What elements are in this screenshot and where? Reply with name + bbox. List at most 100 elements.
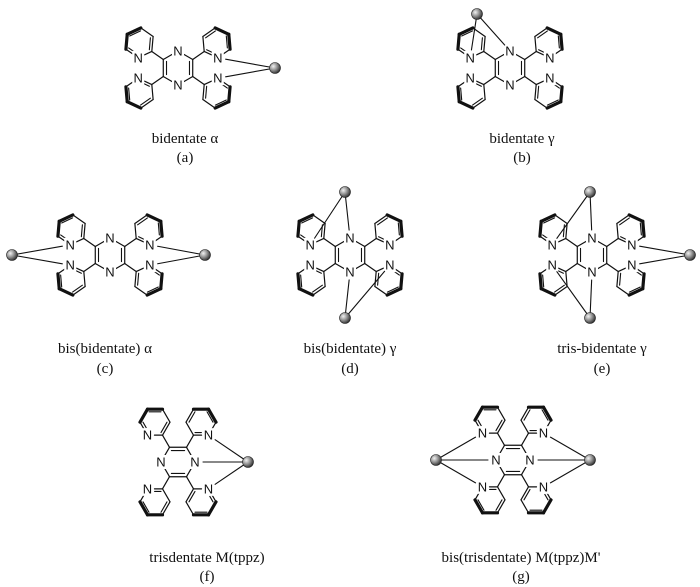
ring-bond xyxy=(456,85,461,104)
n-atom-mask xyxy=(211,50,224,65)
ring-double-bond xyxy=(72,284,83,293)
ring-bond xyxy=(312,214,326,225)
pyrazine-bond xyxy=(355,262,366,270)
ring-double-bond xyxy=(188,490,196,503)
n-atom-mask xyxy=(546,237,559,252)
ring-bond xyxy=(617,267,627,273)
ring-double-bond xyxy=(75,269,82,274)
n-atom-mask xyxy=(625,237,638,252)
pyrazine-bond xyxy=(183,53,194,61)
n-atom-mask xyxy=(625,258,638,273)
ring-double-bond xyxy=(300,274,303,288)
n-atom-label: N xyxy=(134,50,143,65)
ring-double-bond xyxy=(460,87,463,101)
n-atom-mask xyxy=(504,78,516,92)
ring-bond xyxy=(374,285,388,296)
ring-double-bond xyxy=(160,501,168,513)
ring-bond xyxy=(138,407,150,424)
coordination-bond xyxy=(589,279,593,319)
n-atom-label: N xyxy=(143,428,152,443)
ring-bond xyxy=(72,214,86,225)
pyrazine-bond xyxy=(498,444,506,455)
pyridyl-link-bond xyxy=(124,262,137,273)
ring-bond xyxy=(125,26,143,36)
n-atom-mask xyxy=(141,428,154,443)
ring-double-bond xyxy=(619,272,622,286)
n-atom-label: N xyxy=(478,426,487,441)
n-atom-mask xyxy=(543,71,556,86)
n-atom-mask xyxy=(304,258,317,273)
ring-double-bond xyxy=(562,224,565,238)
n-atom-label: N xyxy=(204,428,213,443)
n-atom-label: N xyxy=(190,455,199,470)
pyridyl-link-bond xyxy=(524,50,537,61)
ring-double-bond xyxy=(557,35,560,49)
ring-bond xyxy=(135,237,145,243)
ring-bond xyxy=(143,80,153,86)
coordination-bond xyxy=(225,58,276,69)
ring-bond xyxy=(565,270,568,288)
coordination-bond xyxy=(549,436,591,461)
ring-bond xyxy=(534,27,548,38)
ring-bond xyxy=(374,214,388,225)
ring-bond xyxy=(161,488,171,503)
ring-bond xyxy=(557,237,567,243)
coordination-bond xyxy=(344,279,350,319)
ring-double-bond xyxy=(543,217,556,224)
ring-double-bond xyxy=(312,284,323,293)
ring-bond xyxy=(483,35,486,53)
coordination-bond xyxy=(589,191,593,231)
coordination-bond xyxy=(225,67,276,78)
ring-bond xyxy=(206,500,218,517)
ring-double-bond xyxy=(477,499,485,511)
ring-bond xyxy=(546,419,552,428)
label-a: (a) xyxy=(177,150,194,166)
n-atom-label: N xyxy=(548,237,557,252)
ring-bond xyxy=(315,237,325,243)
ring-bond xyxy=(202,35,205,53)
ring-bond xyxy=(641,219,646,238)
pyridyl-link-bond xyxy=(161,476,171,490)
ring-double-bond xyxy=(205,30,216,39)
ring-bond xyxy=(539,268,548,275)
n-atom-label: N xyxy=(345,265,354,280)
label-d: (d) xyxy=(341,361,359,377)
n-atom-mask xyxy=(202,481,215,496)
n-atom-label: N xyxy=(213,50,222,65)
ring-double-bond xyxy=(157,222,160,236)
n-atom-label: N xyxy=(548,258,557,273)
pyrazine-bond xyxy=(334,240,345,248)
ring-bond xyxy=(203,80,213,86)
pyridyl-link-bond xyxy=(364,262,377,273)
ring-bond xyxy=(161,501,171,516)
n-atom-mask xyxy=(132,71,145,86)
ring-double-bond xyxy=(557,269,564,274)
label-c: (c) xyxy=(97,361,114,377)
n-atom-mask xyxy=(537,426,550,441)
n-atom-label: N xyxy=(105,265,114,280)
coordination-bond xyxy=(314,191,346,239)
metal-ion xyxy=(6,249,18,261)
n-atom-label: N xyxy=(491,453,500,468)
ring-double-bond xyxy=(495,499,503,511)
ring-bond xyxy=(140,27,154,38)
ring-bond xyxy=(496,406,506,421)
ring-bond xyxy=(151,35,154,53)
pyrazine-bond xyxy=(355,240,366,248)
n-atom-label: N xyxy=(213,71,222,86)
n-atom-mask xyxy=(64,258,77,273)
metal-ion xyxy=(684,249,696,261)
n-atom-mask xyxy=(543,50,556,65)
ring-bond xyxy=(140,98,154,109)
n-atom-label: N xyxy=(466,71,475,86)
ring-bond xyxy=(616,270,619,288)
n-atom-mask xyxy=(464,71,477,86)
ring-bond xyxy=(125,100,143,110)
ring-double-bond xyxy=(475,82,482,87)
ring-bond xyxy=(520,419,530,434)
ring-double-bond xyxy=(542,274,545,288)
metal-ion xyxy=(339,186,351,198)
ring-bond xyxy=(206,407,218,424)
